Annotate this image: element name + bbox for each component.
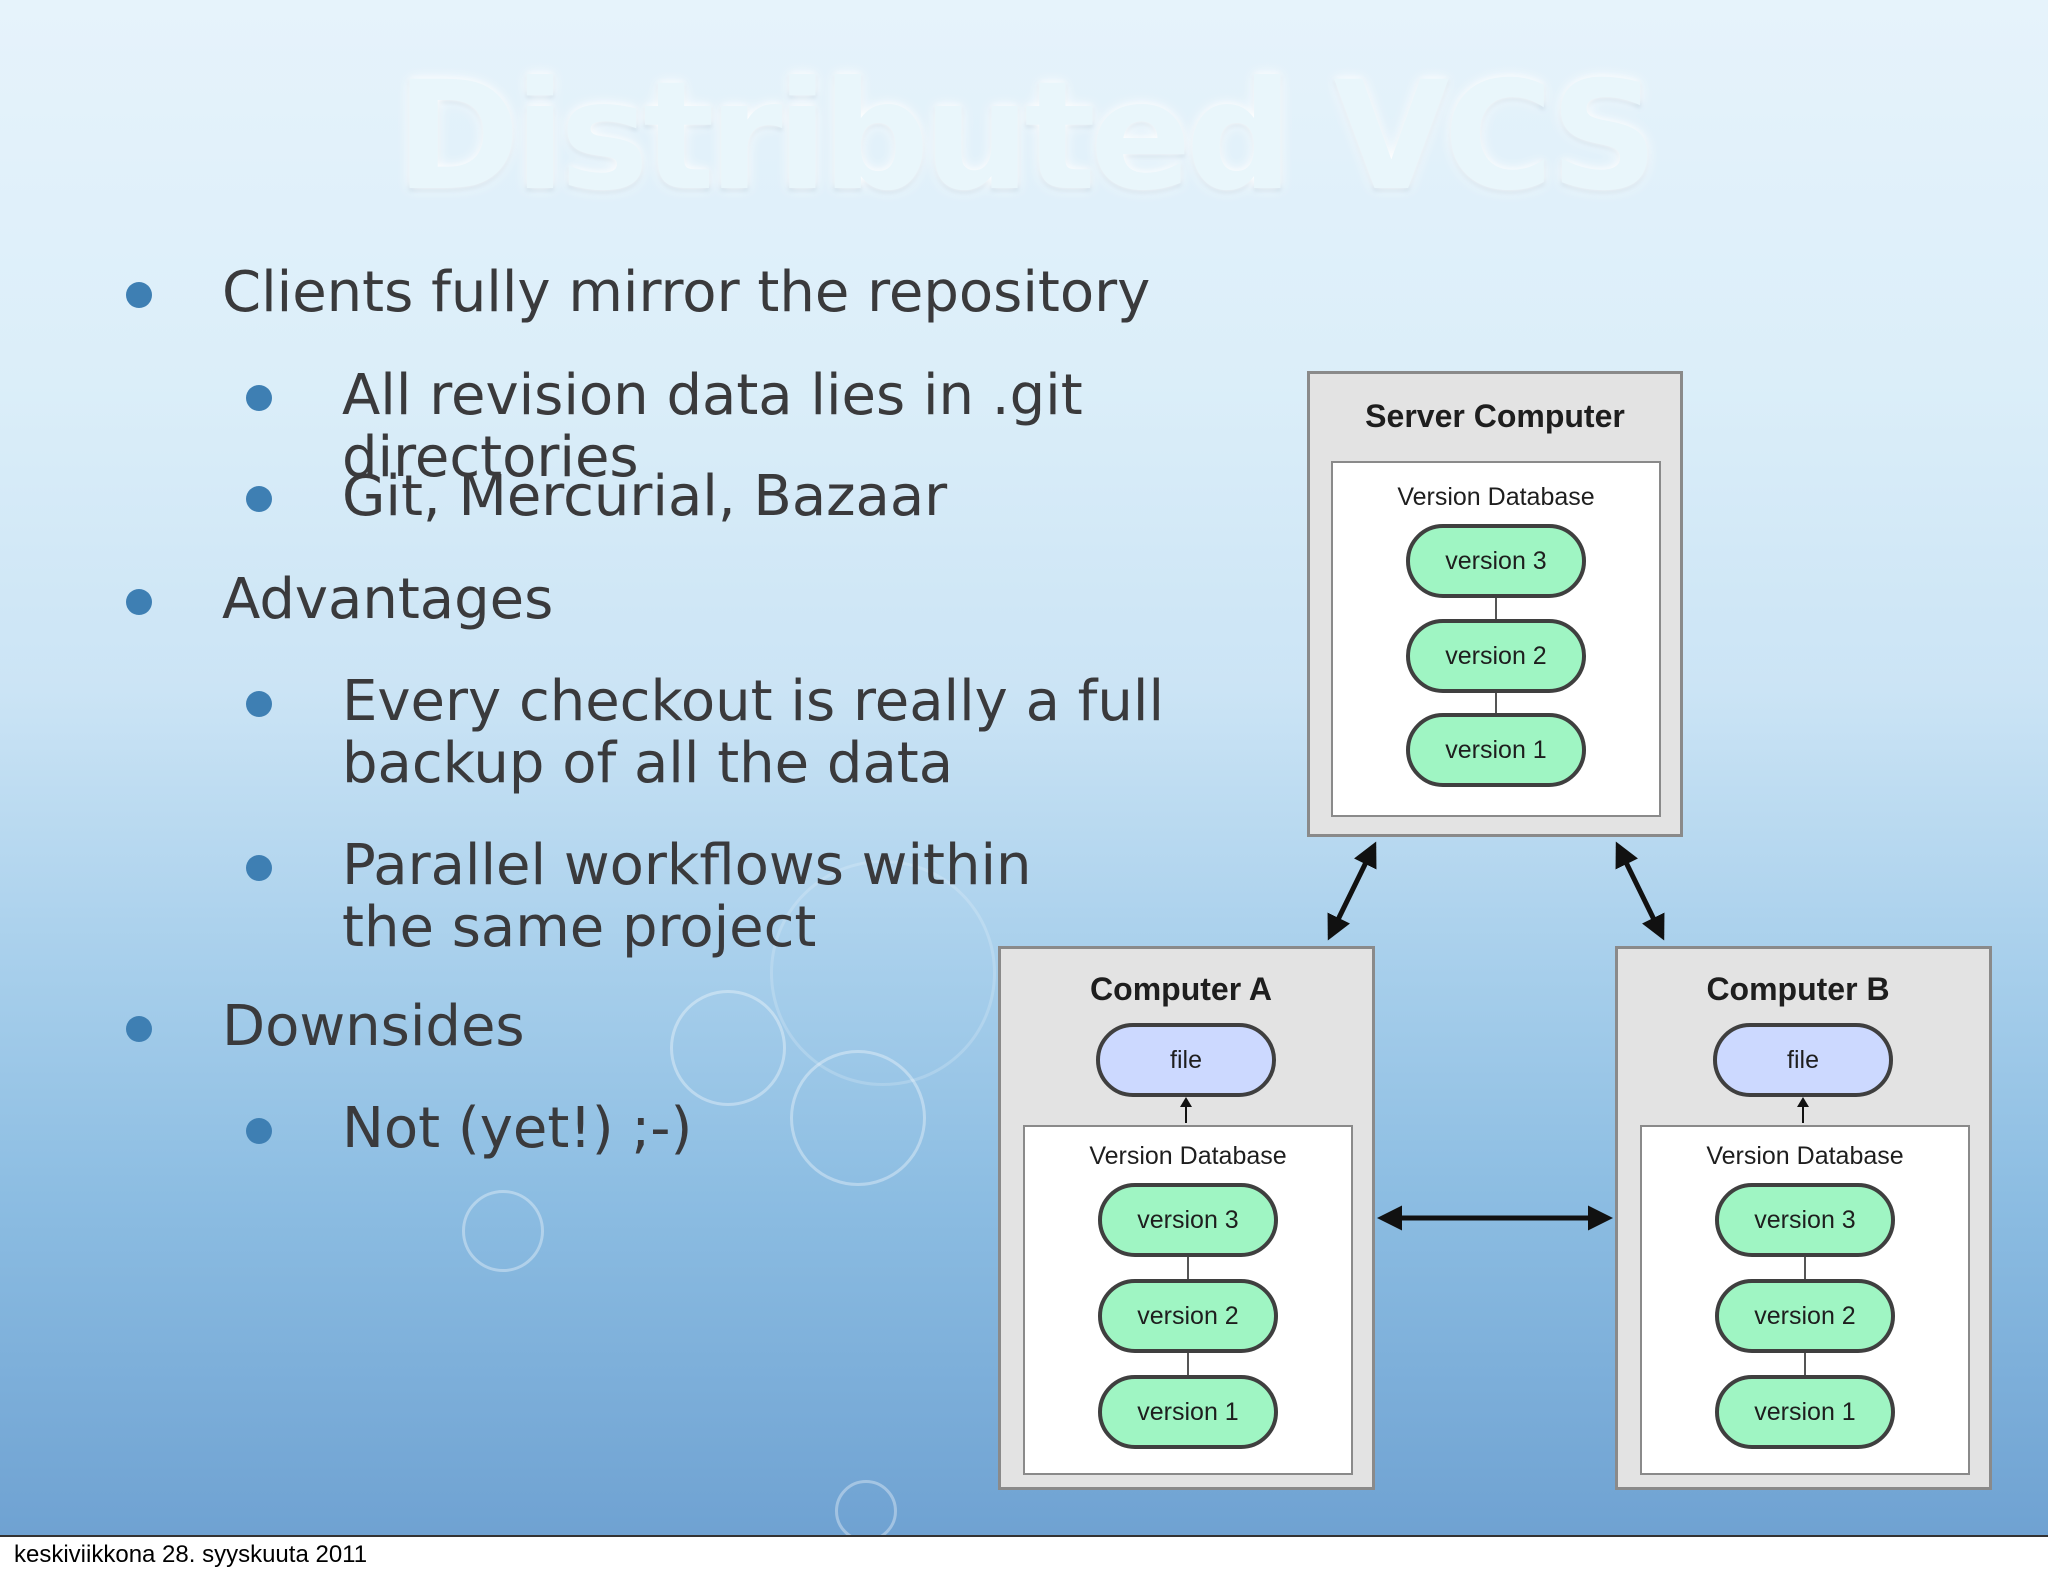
decorative-circle xyxy=(462,1190,544,1272)
version-3-node: version 3 xyxy=(1098,1183,1278,1257)
computer-a-box: Computer A file Version Database version… xyxy=(998,946,1375,1490)
bullet-dot xyxy=(126,589,152,615)
server-a-sync-arrow xyxy=(1327,841,1377,941)
version-database-label: Version Database xyxy=(1706,1142,1904,1170)
version-3-node: version 3 xyxy=(1406,524,1586,598)
file-arrow xyxy=(1180,1097,1192,1123)
slide: Distributed VCS Clients fully mirror the… xyxy=(0,0,2048,1537)
version-1-node: version 1 xyxy=(1715,1375,1895,1449)
version-2-node: version 2 xyxy=(1406,619,1586,693)
bullet-list: Clients fully mirror the repository All … xyxy=(0,0,1300,1200)
version-connector-lines xyxy=(1804,1255,1806,1379)
version-database-label: Version Database xyxy=(1397,483,1595,511)
server-computer-title: Server Computer xyxy=(1365,398,1625,434)
bullet-dot xyxy=(126,282,152,308)
version-3-node: version 3 xyxy=(1715,1183,1895,1257)
slide-title: Distributed VCS xyxy=(395,50,1658,224)
bullet-text-line: the same project xyxy=(342,895,817,960)
bullet-dot xyxy=(246,1118,272,1144)
bullet-text-line: Parallel workflows within xyxy=(342,833,1032,898)
bullet-dot xyxy=(246,486,272,512)
bullet-dot xyxy=(246,855,272,881)
bullet-downsides: Downsides xyxy=(126,994,525,1059)
version-database-label: Version Database xyxy=(1089,1142,1287,1170)
bullet-text: Clients fully mirror the repository xyxy=(222,260,1151,325)
bullet-dot xyxy=(246,385,272,411)
computer-b-title: Computer B xyxy=(1706,971,1890,1007)
version-connector-lines xyxy=(1495,596,1497,717)
computer-a-version-database: Version Database version 3 version 2 ver… xyxy=(1023,1125,1353,1475)
footer-date: keskiviikkona 28. syyskuuta 2011 xyxy=(14,1541,368,1568)
bullet-tools: Git, Mercurial, Bazaar xyxy=(246,464,948,529)
computer-b-version-database: Version Database version 3 version 2 ver… xyxy=(1640,1125,1970,1475)
bullet-text: Not (yet!) ;-) xyxy=(342,1096,693,1161)
server-b-sync-arrow xyxy=(1615,841,1665,941)
file-node: file xyxy=(1096,1023,1276,1097)
version-connector-lines xyxy=(1187,1255,1189,1379)
bullet-advantages: Advantages xyxy=(126,567,554,632)
computer-b-box: Computer B file Version Database version… xyxy=(1615,946,1992,1490)
server-computer-box: Server Computer Version Database version… xyxy=(1307,371,1683,837)
bullet-text: All revision data lies in .git directori… xyxy=(342,363,1083,490)
bullet-text: Downsides xyxy=(222,994,525,1059)
version-1-node: version 1 xyxy=(1406,713,1586,787)
version-2-node: version 2 xyxy=(1715,1279,1895,1353)
bullet-dot xyxy=(126,1016,152,1042)
file-node: file xyxy=(1713,1023,1893,1097)
bullet-text: Advantages xyxy=(222,567,554,632)
decorative-circle xyxy=(670,990,786,1106)
bullet-text-line: backup of all the data xyxy=(342,731,954,796)
bullet-dot xyxy=(246,691,272,717)
version-1-node: version 1 xyxy=(1098,1375,1278,1449)
bullet-clients-mirror: Clients fully mirror the repository xyxy=(126,260,1151,325)
computer-a-title: Computer A xyxy=(1090,971,1272,1007)
bullet-not-yet: Not (yet!) ;-) xyxy=(246,1096,693,1161)
decorative-circle xyxy=(770,860,996,1086)
bullet-full-backup: Every checkout is really a full backup o… xyxy=(246,669,1165,796)
file-arrow xyxy=(1797,1097,1809,1123)
bullet-text: Git, Mercurial, Bazaar xyxy=(342,464,948,529)
bullet-text-line: Every checkout is really a full xyxy=(342,669,1165,734)
version-2-node: version 2 xyxy=(1098,1279,1278,1353)
decorative-circle xyxy=(835,1480,897,1535)
bullet-revision-data: All revision data lies in .git directori… xyxy=(246,363,1300,490)
server-version-database: Version Database version 3 version 2 ver… xyxy=(1331,461,1661,817)
bullet-parallel-workflows: Parallel workflows within the same proje… xyxy=(246,833,1032,960)
